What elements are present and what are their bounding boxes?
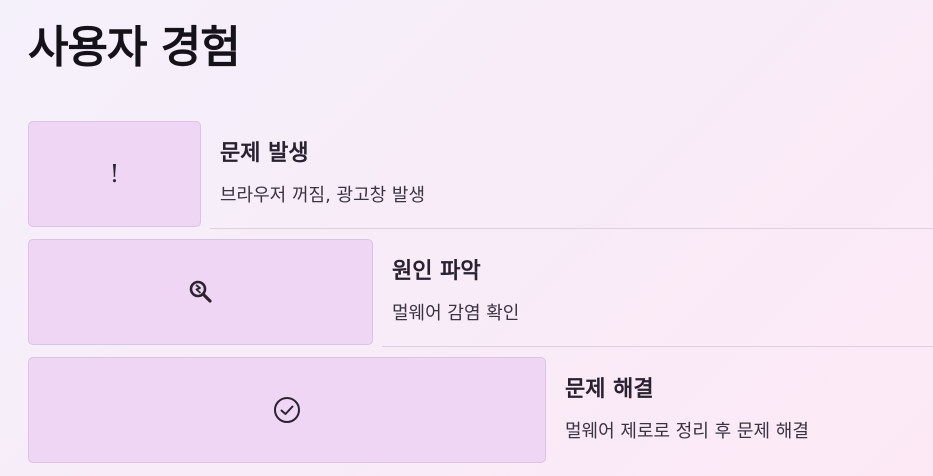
check-circle-icon <box>273 396 301 424</box>
step-text: 문제 발생 브라우저 꺼짐, 광고창 발생 <box>210 121 933 229</box>
page-title: 사용자 경험 <box>28 22 241 73</box>
step-icon-box <box>28 357 546 463</box>
step-cause: 원인 파악 멀웨어 감염 확인 <box>28 239 933 347</box>
exclamation-icon: ! <box>109 160 120 188</box>
step-resolution: 문제 해결 멀웨어 제로로 정리 후 문제 해결 <box>28 357 933 465</box>
step-icon-box: ! <box>28 121 201 227</box>
step-text: 문제 해결 멀웨어 제로로 정리 후 문제 해결 <box>555 357 933 465</box>
step-icon-box <box>28 239 373 345</box>
step-description: 멀웨어 제로로 정리 후 문제 해결 <box>565 421 809 442</box>
step-title: 원인 파악 <box>392 259 481 284</box>
step-description: 멀웨어 감염 확인 <box>392 303 520 324</box>
magnifier-bug-icon <box>188 279 214 305</box>
step-title: 문제 발생 <box>220 141 309 166</box>
step-problem: ! 문제 발생 브라우저 꺼짐, 광고창 발생 <box>28 121 933 229</box>
step-text: 원인 파악 멀웨어 감염 확인 <box>382 239 933 347</box>
step-title: 문제 해결 <box>565 377 654 402</box>
step-description: 브라우저 꺼짐, 광고창 발생 <box>220 185 426 206</box>
